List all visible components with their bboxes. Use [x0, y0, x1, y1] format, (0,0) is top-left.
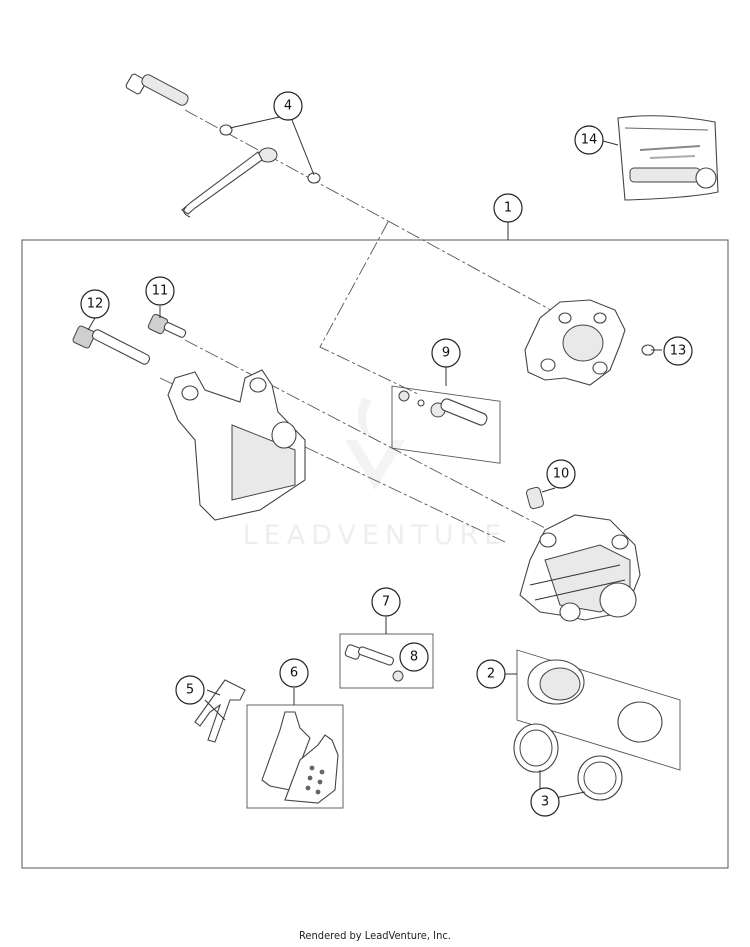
callout-2: 2: [476, 659, 506, 689]
callout-7-label: 7: [382, 595, 390, 610]
main-caliper: [519, 514, 641, 622]
callout-3-label: 3: [541, 795, 549, 810]
callout-11-label: 11: [152, 284, 169, 299]
callout-1: 1: [493, 193, 523, 223]
callout-14: 14: [574, 125, 604, 155]
callout-14-label: 14: [581, 133, 598, 148]
callout-13-label: 13: [670, 344, 687, 359]
callout-2-label: 2: [487, 667, 495, 682]
repair-kit-bag: [617, 115, 719, 201]
watermark-logo: LEADVENTURE: [243, 398, 508, 551]
piston-seals: [513, 723, 623, 801]
callout-5-label: 5: [186, 683, 194, 698]
callout-4-label: 4: [284, 99, 292, 114]
callout-3: 3: [530, 787, 560, 817]
pad-spring: [194, 679, 246, 743]
upper-caliper: [524, 299, 655, 386]
footer-credit: Rendered by LeadVenture, Inc.: [299, 929, 451, 942]
callout-12-label: 12: [87, 297, 104, 312]
callout-4: 4: [273, 91, 303, 121]
bleed-screw: [526, 486, 544, 510]
slide-pin-kit: [391, 385, 501, 464]
callout-10: 10: [546, 459, 576, 489]
callout-7: 7: [371, 587, 401, 617]
callout-6-label: 6: [290, 666, 298, 681]
brake-pads: [246, 704, 344, 809]
callout-6: 6: [279, 658, 309, 688]
pad-pin-kit: [339, 633, 434, 689]
callout-12: 12: [80, 289, 110, 319]
callout-11: 11: [145, 276, 175, 306]
callout-9: 9: [431, 338, 461, 368]
callout-9-label: 9: [442, 346, 450, 361]
callout-5: 5: [175, 675, 205, 705]
callout-13: 13: [663, 336, 693, 366]
assembly-frame: [21, 239, 729, 869]
caliper-bracket: [167, 369, 306, 521]
upper-bolt-assembly: [125, 73, 321, 218]
callout-8-label: 8: [410, 650, 418, 665]
callout-leaders: [87, 115, 662, 799]
callout-1-label: 1: [504, 201, 512, 216]
watermark-text: LEADVENTURE: [243, 520, 508, 551]
pistons: [516, 649, 681, 771]
callout-8: 8: [399, 642, 429, 672]
callout-10-label: 10: [553, 467, 570, 482]
long-bolts: [72, 313, 187, 365]
